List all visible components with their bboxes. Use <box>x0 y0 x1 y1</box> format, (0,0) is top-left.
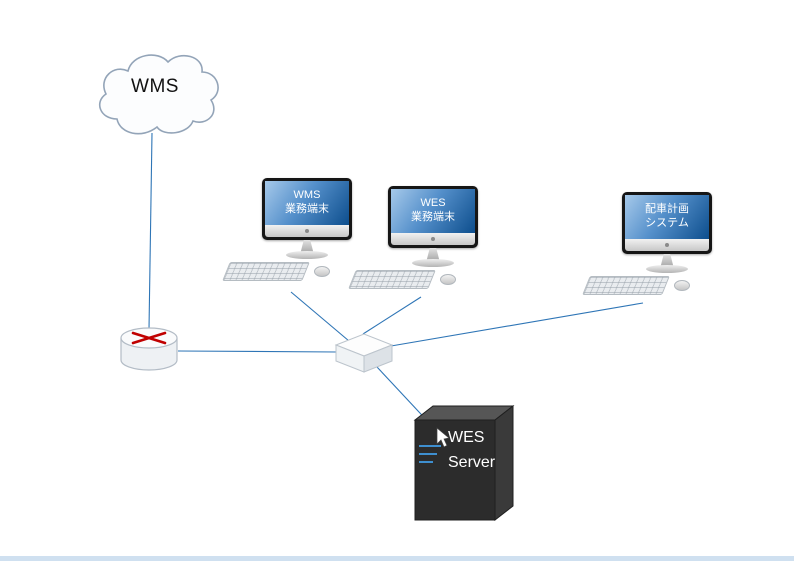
server-label: WES Server <box>448 429 496 471</box>
line-router-switch <box>177 350 338 353</box>
switch-icon <box>334 333 394 373</box>
server-icon <box>413 404 515 522</box>
bottom-edge-strip <box>0 556 794 561</box>
server-side-face <box>494 404 514 522</box>
cloud-shape <box>98 54 219 135</box>
mouse-icon <box>314 266 330 277</box>
apple-logo-icon <box>431 237 435 241</box>
keyboard-icon <box>348 270 436 289</box>
line-cloud-router <box>148 132 153 330</box>
cloud-icon <box>98 54 219 135</box>
cloud-label: WMS <box>131 76 179 97</box>
wms-cloud: WMS <box>92 44 224 140</box>
line-switch-terminal-2 <box>362 296 422 335</box>
keyboard-icon <box>582 276 670 295</box>
switch-node <box>330 330 398 376</box>
monitor-chin <box>391 233 475 245</box>
workstation-wms: WMS 業務端末 <box>222 178 356 286</box>
monitor-label: 配車計画 システム <box>625 195 709 239</box>
monitor-chin <box>625 239 709 251</box>
workstation-wes: WES 業務端末 <box>348 186 482 294</box>
monitor-stand <box>300 240 314 252</box>
monitor-base <box>646 265 688 273</box>
server-node <box>408 398 520 530</box>
router-icon <box>120 327 178 371</box>
monitor-icon: 配車計画 システム <box>622 192 712 254</box>
mouse-icon <box>674 280 690 291</box>
switch-right-face <box>363 344 393 373</box>
monitor-icon: WMS 業務端末 <box>262 178 352 240</box>
cursor-icon <box>436 427 450 448</box>
workstation-dispatch-planning: 配車計画 システム <box>582 192 716 300</box>
monitor-label: WMS 業務端末 <box>265 181 349 225</box>
router-node <box>116 322 182 380</box>
monitor-base <box>412 259 454 267</box>
line-switch-terminal-3 <box>390 302 644 347</box>
monitor-icon: WES 業務端末 <box>388 186 478 248</box>
monitor-stand <box>426 248 440 260</box>
keyboard-icon <box>222 262 310 281</box>
apple-logo-icon <box>305 229 309 233</box>
server-led-stripes <box>419 445 441 463</box>
monitor-label: WES 業務端末 <box>391 189 475 233</box>
router-arrows-icon <box>131 331 167 345</box>
apple-logo-icon <box>665 243 669 247</box>
monitor-stand <box>660 254 674 266</box>
monitor-base <box>286 251 328 259</box>
monitor-chin <box>265 225 349 237</box>
mouse-icon <box>440 274 456 285</box>
